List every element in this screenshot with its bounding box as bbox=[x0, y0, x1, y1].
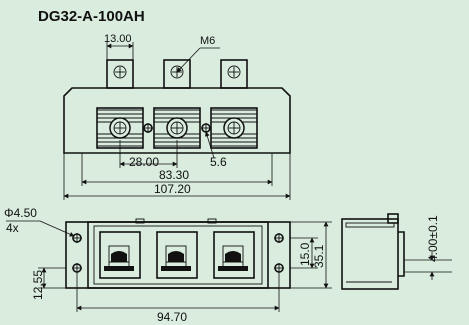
top-view: 13.00 M6 28.00 5.6 83.30 107.20 bbox=[63, 33, 291, 200]
housing bbox=[87, 221, 269, 289]
label-hole-count: 4x bbox=[6, 221, 19, 235]
dim-overall-length: 107.20 bbox=[154, 182, 191, 196]
side-terminal bbox=[398, 231, 405, 277]
dim-terminal-pitch: 28.00 bbox=[129, 155, 159, 169]
side-body bbox=[341, 218, 399, 290]
terminal-post-1 bbox=[99, 231, 141, 279]
dim-small-hole: 5.6 bbox=[210, 155, 227, 169]
terminal-post-2 bbox=[156, 231, 198, 279]
dim-side-thickness: 4.00±0.1 bbox=[426, 215, 440, 262]
dim-bottom-offset: 12.55 bbox=[31, 270, 45, 300]
mount-hole-br bbox=[274, 263, 284, 273]
dim-mount-pitch: 83.30 bbox=[159, 168, 189, 182]
dim-base-width: 94.70 bbox=[157, 310, 187, 324]
side-view: 4.00±0.1 bbox=[341, 213, 452, 290]
dim-hole-diameter: Φ4.50 bbox=[4, 206, 37, 220]
dim-height-inner: 15.0 bbox=[298, 242, 312, 266]
terminal-block-2 bbox=[153, 107, 201, 149]
terminal-post-3 bbox=[213, 231, 255, 279]
dim-tab-width: 13.00 bbox=[104, 33, 132, 45]
drawing-title: DG32-A-100AH bbox=[38, 8, 145, 25]
label-screw: M6 bbox=[200, 35, 215, 47]
mount-hole-tr bbox=[274, 233, 284, 243]
dim-height-outer: 35.1 bbox=[312, 244, 326, 268]
terminal-tab-3 bbox=[220, 59, 248, 89]
front-view: Φ4.50 4x 12.55 94.70 15.0 35.1 bbox=[4, 206, 332, 324]
mount-hole-tl bbox=[72, 233, 82, 243]
mount-hole-bl bbox=[72, 263, 82, 273]
terminal-block-3 bbox=[210, 107, 258, 149]
terminal-tab-2 bbox=[163, 59, 191, 89]
terminal-tab-1 bbox=[106, 59, 134, 89]
